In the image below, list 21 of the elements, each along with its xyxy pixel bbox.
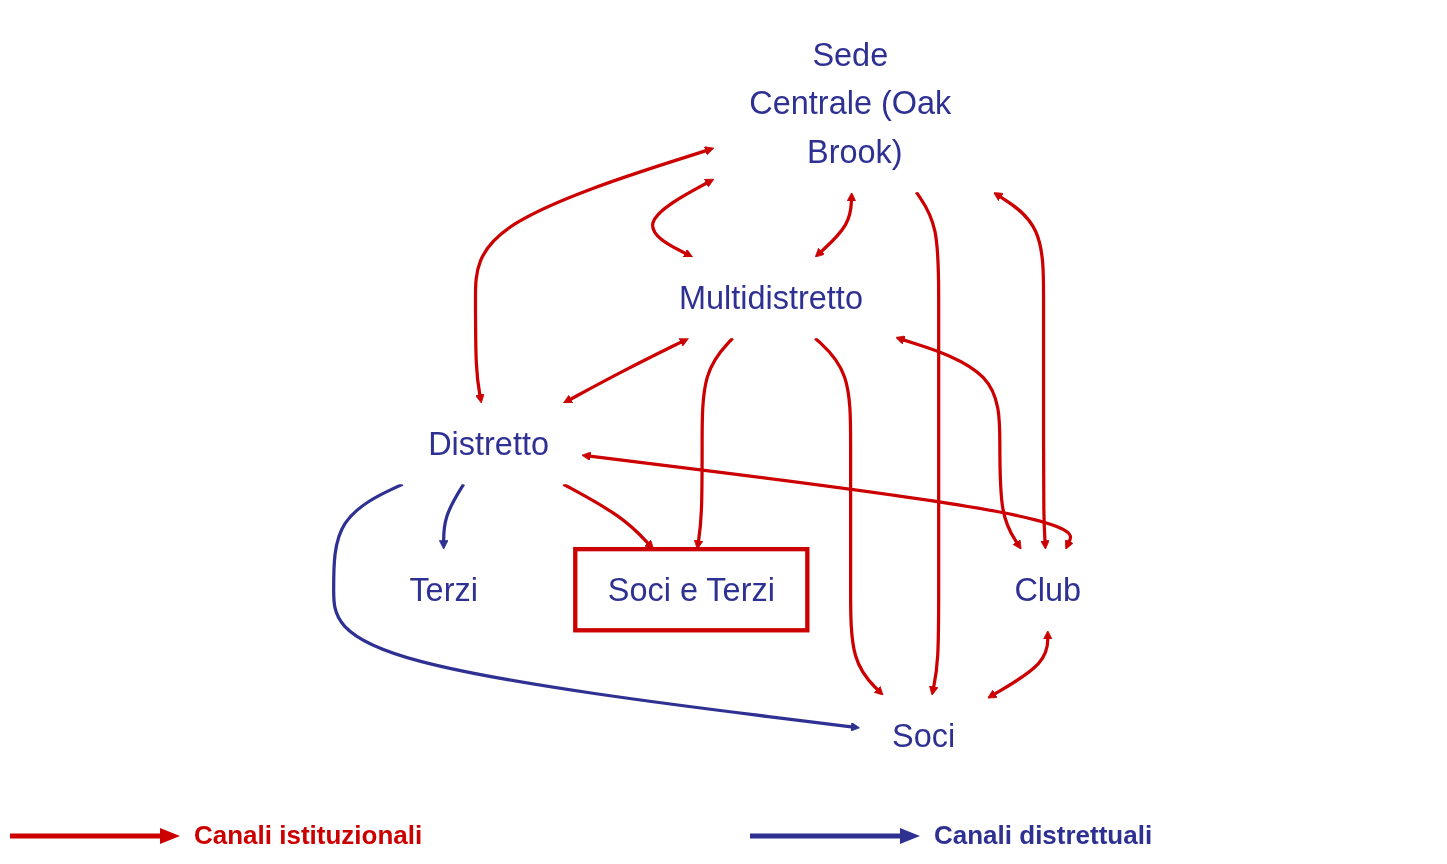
node-text: Soci [891, 717, 956, 754]
legend-text: Canali distrettuali [934, 820, 1153, 851]
node-box: Soci e Terzi [572, 547, 810, 633]
node-text: Terzi [409, 571, 478, 608]
arrow [987, 630, 1053, 699]
arrow [562, 337, 689, 404]
arrow [581, 451, 1074, 550]
arrow [914, 191, 941, 696]
legend-text: Canali istituzionali [194, 820, 423, 851]
arrow [813, 337, 884, 696]
arrow [473, 146, 715, 404]
arrow [814, 192, 857, 258]
node-text: Distretto [428, 425, 549, 462]
arrow [438, 483, 465, 550]
node-text: Multidistretto [678, 279, 863, 316]
arrow [993, 191, 1050, 550]
arrow [651, 178, 715, 258]
node-text: Sede Centrale (Oak Brook) [749, 36, 952, 170]
arrow [331, 482, 860, 732]
arrow [895, 335, 1022, 550]
node-text: Club [1014, 571, 1082, 608]
